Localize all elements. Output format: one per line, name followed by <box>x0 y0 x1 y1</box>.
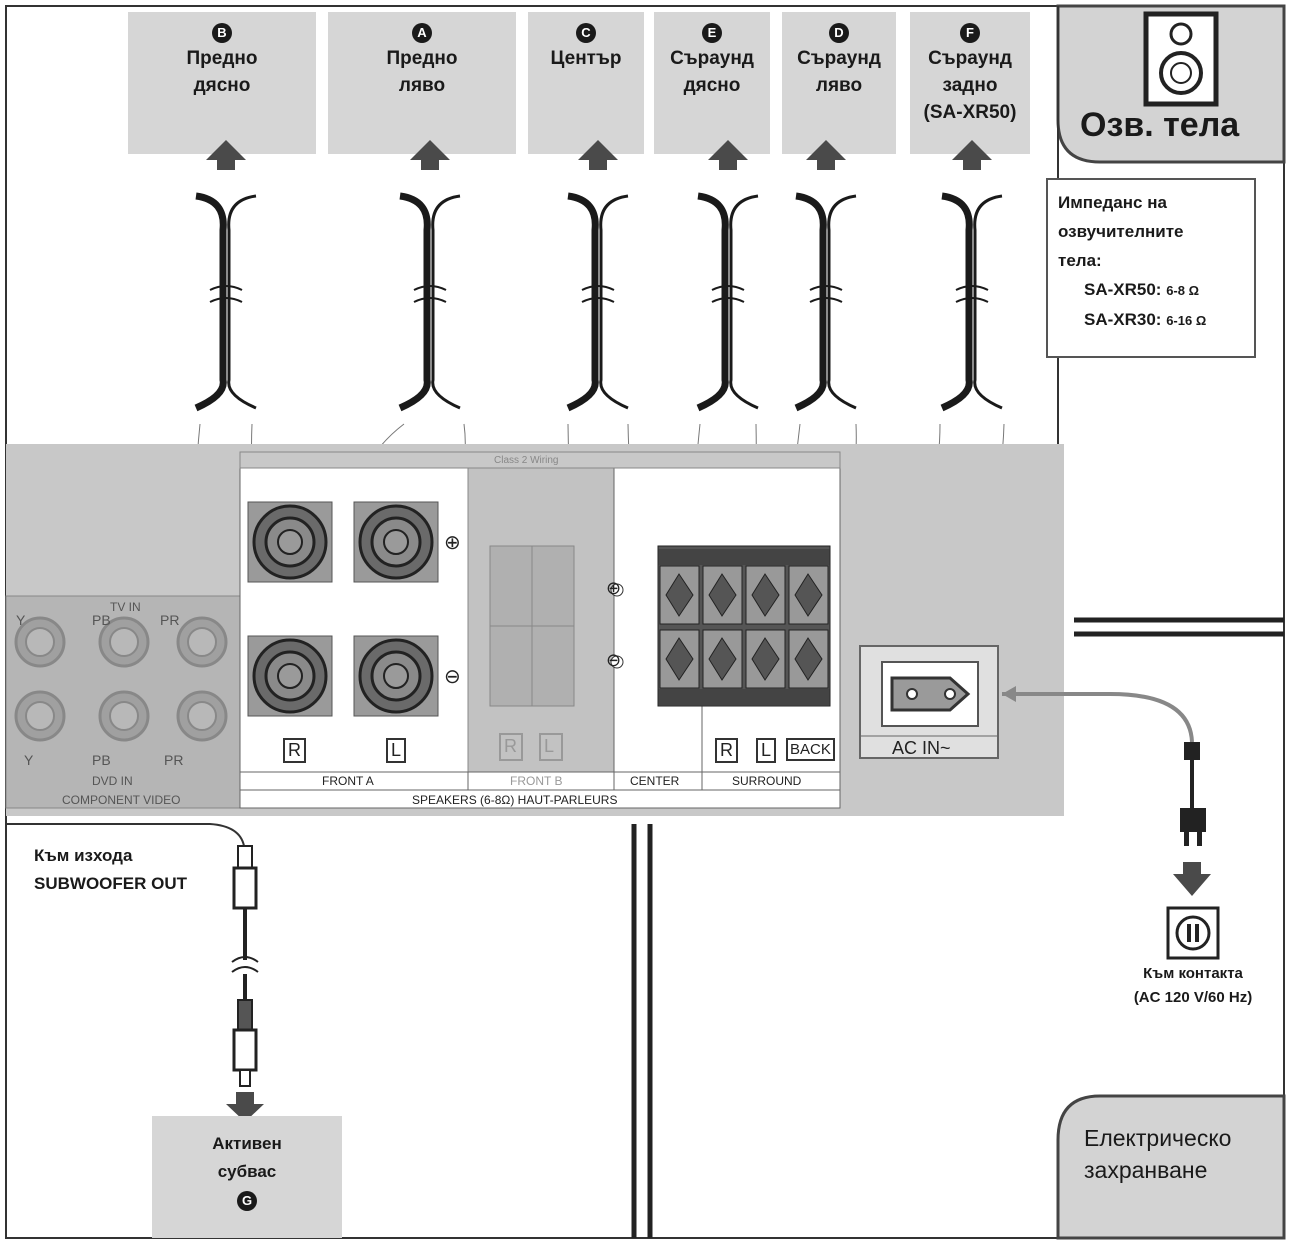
pb-top-label: PB <box>92 612 111 628</box>
speaker-badge: E <box>702 23 722 43</box>
speaker-label-line: задно <box>942 75 998 96</box>
y-top-label: Y <box>16 612 26 628</box>
speaker-label-line: Център <box>550 48 622 69</box>
surround-r-label: R <box>715 738 738 763</box>
speaker-label-2: A Предно ляво <box>328 18 516 99</box>
power-tab-label: Електрическо захранване <box>1084 1122 1231 1186</box>
speaker-cable <box>398 192 461 412</box>
speaker-badge: B <box>212 23 232 43</box>
front-a-r-label: R <box>283 738 306 763</box>
outlet-line-1: Към контакта <box>1143 965 1243 982</box>
speaker-label-line: Предно <box>386 48 458 69</box>
front-minus-symbol: ⊖ <box>444 666 461 688</box>
up-arrow-icon <box>410 140 450 170</box>
speaker-label-line: дясно <box>683 75 741 96</box>
up-arrow-icon <box>578 140 618 170</box>
speaker-label-1: B Предно дясно <box>128 18 316 99</box>
pb-bot-label: PB <box>92 752 111 768</box>
front-a-l-label: L <box>386 738 407 763</box>
class2-label: Class 2 Wiring <box>494 455 559 466</box>
speaker-label-line: Съраунд <box>797 48 881 69</box>
speaker-badge: F <box>960 23 980 43</box>
speaker-label-line: ляво <box>398 75 446 96</box>
speaker-cable <box>794 192 857 412</box>
power-line-2: захранване <box>1084 1157 1208 1183</box>
active-sub-line-1: Активен <box>212 1134 282 1153</box>
impedance-value-1: 6-8 Ω <box>1166 283 1200 298</box>
up-arrow-icon <box>806 140 846 170</box>
center-minus-symbol: ⊖ <box>606 650 622 670</box>
active-sub-line-2: субвас <box>217 1162 277 1181</box>
active-subwoofer-box <box>152 1116 342 1238</box>
speaker-badge: A <box>412 23 432 43</box>
impedance-title-1: Импеданс на <box>1058 193 1167 212</box>
front-a-label: FRONT A <box>322 774 374 788</box>
front-plus-symbol: ⊕ <box>444 532 461 554</box>
outlet-line-2: (AC 120 V/60 Hz) <box>1133 989 1253 1006</box>
surround-back-label: BACK <box>786 738 835 761</box>
power-cord <box>1002 686 1220 960</box>
front-b-l-label: L <box>544 736 555 756</box>
speaker-label-6: F Съраунд задно (SA-XR50) <box>910 18 1030 126</box>
subwoofer-cable <box>226 845 264 1122</box>
front-b-r-label: R <box>504 736 517 756</box>
badge-g: G <box>237 1191 257 1211</box>
impedance-value-2: 6-16 Ω <box>1166 313 1207 328</box>
center-plus-symbol: ⊕ <box>606 578 622 598</box>
up-arrow-icon <box>206 140 246 170</box>
impedance-title-2: озвучителните <box>1058 222 1184 241</box>
power-tab <box>1056 1094 1286 1240</box>
speaker-badge: D <box>829 23 849 43</box>
speaker-cable <box>194 192 257 412</box>
speaker-label-line: дясно <box>193 75 251 96</box>
outlet-label: Към контакта (AC 120 V/60 Hz) <box>1108 962 1278 1010</box>
sub-out-line-1: Към изхода <box>34 846 133 865</box>
up-arrow-icon <box>708 140 748 170</box>
pr-bot-label: PR <box>164 752 184 768</box>
front-b-label: FRONT B <box>510 774 563 788</box>
speaker-label-4: E Съраунд дясно <box>654 18 770 99</box>
speakers-impedance-label: SPEAKERS (6-8Ω) HAUT-PARLEURS <box>412 793 618 807</box>
speaker-label-5: D Съраунд ляво <box>782 18 896 99</box>
tv-in-label: TV IN <box>110 600 141 614</box>
pr-top-label: PR <box>160 612 180 628</box>
speaker-label-3: C Център <box>528 18 644 72</box>
ac-in-label: AC IN~ <box>892 738 951 758</box>
impedance-note: Импеданс на озвучителните тела: SA-XR50:… <box>1046 178 1256 358</box>
impedance-model-2: SA-XR30: <box>1084 310 1162 329</box>
up-arrow-icon <box>952 140 992 170</box>
speaker-cable <box>940 192 1003 412</box>
speaker-label-line: Съраунд <box>928 48 1012 69</box>
speakers-tab-label: Озв. тела <box>1080 106 1240 144</box>
component-video-label: COMPONENT VIDEO <box>62 793 181 807</box>
active-subwoofer-label: Активен субвас G <box>152 1130 342 1214</box>
speaker-cable <box>696 192 759 412</box>
surround-label: SURROUND <box>732 774 802 788</box>
speaker-badge: C <box>576 23 596 43</box>
surround-l-label: L <box>756 738 777 763</box>
impedance-model-1: SA-XR50: <box>1084 280 1162 299</box>
center-label: CENTER <box>630 774 680 788</box>
speaker-label-line: ляво <box>815 75 863 96</box>
front-b-terminals <box>489 545 575 761</box>
speaker-cable <box>566 192 629 412</box>
speaker-label-line: (SA-XR50) <box>923 102 1017 123</box>
y-bot-label: Y <box>24 752 34 768</box>
speaker-label-line: Съраунд <box>670 48 754 69</box>
speaker-label-line: Предно <box>186 48 258 69</box>
impedance-title-3: тела: <box>1058 251 1102 270</box>
speaker-icon <box>1143 11 1219 107</box>
sub-out-line-2: SUBWOOFER OUT <box>34 874 187 893</box>
dvd-in-label: DVD IN <box>92 774 133 788</box>
power-line-1: Електрическо <box>1084 1125 1232 1151</box>
